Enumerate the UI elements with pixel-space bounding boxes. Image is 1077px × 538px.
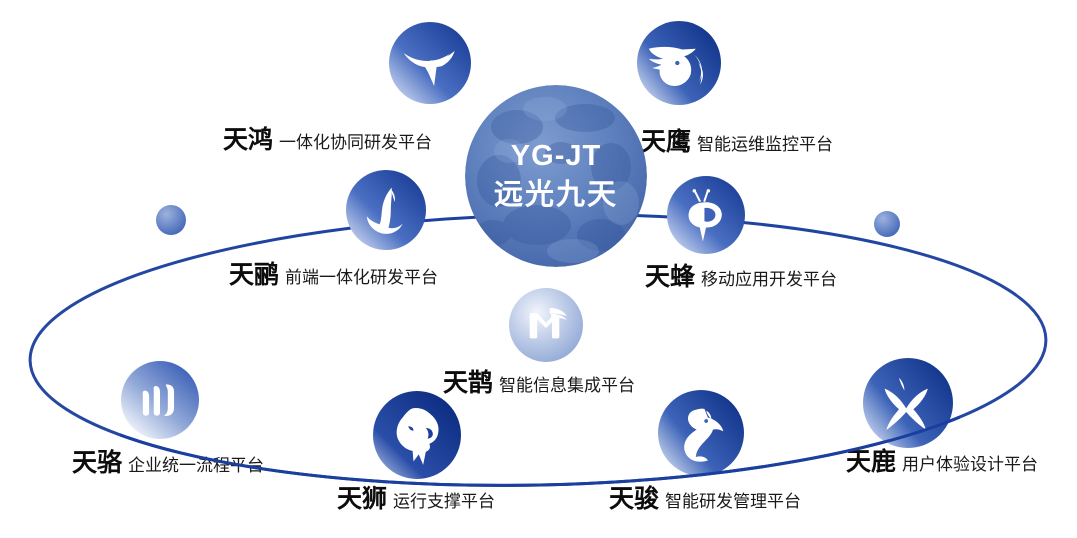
node-desc-tianlu: 用户体验设计平台: [902, 455, 1039, 474]
swan-icon: [389, 22, 471, 104]
node-desc-tianfeng: 移动应用开发平台: [701, 270, 838, 289]
node-bubble-tianhong[interactable]: [389, 22, 471, 104]
horse-icon: [658, 390, 744, 476]
node-label-tianhong: 天鸿 一体化协同研发平台: [223, 120, 432, 156]
node-bubble-tianlu[interactable]: [863, 358, 953, 448]
node-label-tianli: 天鹂 前端一体化研发平台: [229, 255, 438, 291]
center-title-cn: 远光九天: [493, 179, 618, 211]
node-label-tianying: 天鹰 智能运维监控平台: [641, 122, 833, 158]
node-bubble-tianluo[interactable]: [121, 361, 199, 439]
node-bubble-tianjun[interactable]: [658, 390, 744, 476]
node-name-tianhong: 天鸿: [223, 126, 274, 154]
node-desc-tianluo: 企业统一流程平台: [128, 456, 265, 475]
bee-icon: [667, 176, 745, 254]
orbit-dot-right: [874, 211, 900, 237]
node-desc-tianshi: 运行支撑平台: [393, 492, 496, 511]
node-desc-tianli: 前端一体化研发平台: [285, 268, 439, 287]
node-desc-tianque: 智能信息集成平台: [499, 376, 636, 395]
node-label-tianlu: 天鹿 用户体验设计平台: [846, 442, 1038, 478]
node-name-tianshi: 天狮: [337, 485, 388, 513]
node-name-tianque: 天鹊: [443, 369, 494, 397]
node-label-tianshi: 天狮 运行支撑平台: [337, 479, 495, 515]
node-name-tianjun: 天骏: [609, 485, 660, 513]
center-title-en: YG-JT: [510, 139, 602, 172]
oriole-icon: [346, 170, 426, 250]
node-label-tianque: 天鹊 智能信息集成平台: [443, 363, 635, 399]
node-name-tianluo: 天骆: [72, 449, 123, 477]
node-name-tianying: 天鹰: [641, 128, 692, 156]
lion-icon: [373, 391, 461, 479]
node-bubble-tianfeng[interactable]: [667, 176, 745, 254]
node-bubble-tianying[interactable]: [637, 21, 721, 105]
node-name-tianlu: 天鹿: [846, 448, 897, 476]
node-label-tianfeng: 天蜂 移动应用开发平台: [645, 257, 837, 293]
node-name-tianfeng: 天蜂: [645, 263, 696, 291]
deer-icon: [863, 358, 953, 448]
camel-icon: [121, 361, 199, 439]
node-label-tianjun: 天骏 智能研发管理平台: [609, 479, 801, 515]
eagle-icon: [637, 21, 721, 105]
node-bubble-tianli[interactable]: [346, 170, 426, 250]
node-desc-tianjun: 智能研发管理平台: [665, 492, 802, 511]
center-sphere: YG-JT 远光九天: [465, 85, 647, 267]
magpie-icon: [509, 288, 583, 362]
orbit-dot-left: [156, 205, 186, 235]
node-label-tianluo: 天骆 企业统一流程平台: [72, 443, 264, 479]
node-desc-tianying: 智能运维监控平台: [697, 135, 834, 154]
node-desc-tianhong: 一体化协同研发平台: [279, 133, 433, 152]
node-bubble-tianque[interactable]: [509, 288, 583, 362]
node-bubble-tianshi[interactable]: [373, 391, 461, 479]
node-name-tianli: 天鹂: [229, 261, 280, 289]
